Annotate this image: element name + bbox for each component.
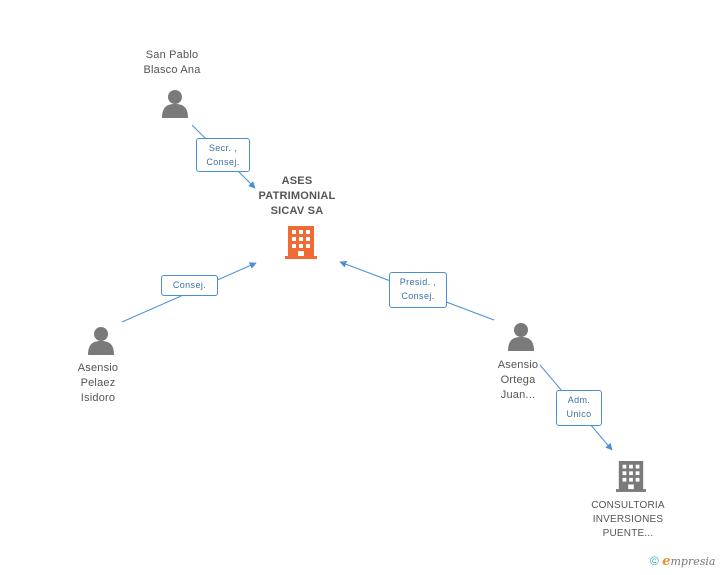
person-icon[interactable] [87,326,115,356]
asensio-pelaez-label[interactable]: Asensio Pelaez Isidoro [48,361,148,406]
asensio-pelaez-name-line2: Pelaez [80,377,116,389]
person-icon[interactable] [161,89,189,119]
ases-name-line3: SICAV SA [270,205,324,217]
building-icon[interactable] [285,224,317,260]
edge-label-adm-unico-line2: Unico [566,409,592,419]
edge-label-secr-consej-line2: Consej. [206,157,240,167]
san-pablo-label[interactable]: San Pablo Blasco Ana [112,48,232,78]
consultoria-label[interactable]: CONSULTORIA INVERSIONES PUENTE... [573,499,683,541]
asensio-ortega-name-line1: Asensio [497,359,539,371]
person-icon[interactable] [507,322,535,352]
building-icon[interactable] [616,459,646,493]
edge-label-presid-consej-line1: Presid. , [399,277,437,287]
asensio-ortega-name-line3: Juan... [500,389,536,401]
copyright-icon: © [650,554,659,568]
edge-label-adm-unico[interactable]: Adm. Unico [556,390,602,426]
asensio-ortega-label[interactable]: Asensio Ortega Juan... [468,358,568,403]
consultoria-name-line1: CONSULTORIA [591,500,665,511]
ases-name-line2: PATRIMONIAL [258,190,336,202]
ases-name-line1: ASES [281,175,313,187]
edge-label-secr-consej-line1: Secr. , [208,143,238,153]
san-pablo-name-line2: Blasco Ana [143,64,201,76]
asensio-ortega-name-line2: Ortega [500,374,536,386]
ases-label[interactable]: ASES PATRIMONIAL SICAV SA [237,174,357,219]
edge-label-presid-consej[interactable]: Presid. , Consej. [389,272,447,308]
brand-logo-initial: e [662,554,671,569]
edge-label-consej-line1: Consej. [172,280,207,290]
footer-brand: © empresia [650,554,715,569]
edge-label-adm-unico-line1: Adm. [567,395,591,405]
edge-label-secr-consej[interactable]: Secr. , Consej. [196,138,250,172]
asensio-pelaez-name-line1: Asensio [77,362,119,374]
edge-label-consej[interactable]: Consej. [161,275,218,296]
brand-logo-text: mpresia [670,555,716,568]
edge-label-presid-consej-line2: Consej. [401,291,435,301]
consultoria-name-line2: INVERSIONES [592,514,664,525]
consultoria-name-line3: PUENTE... [602,528,654,539]
asensio-pelaez-name-line3: Isidoro [80,392,116,404]
san-pablo-name-line1: San Pablo [145,49,199,61]
